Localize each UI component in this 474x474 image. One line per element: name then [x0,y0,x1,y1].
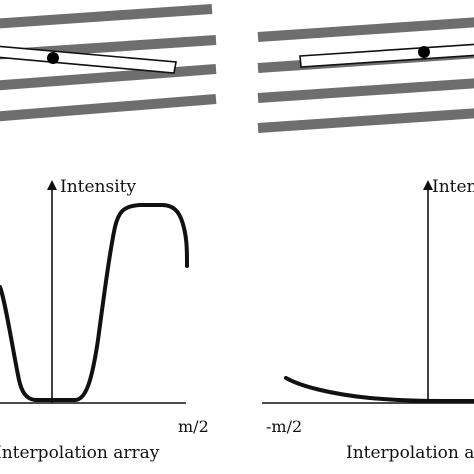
left-intensity-curve [0,203,189,402]
left-bar-rect [0,45,177,74]
right-stripe-4 [257,108,474,133]
left-x-axis-label: Interpolation array [0,443,160,463]
right-y-axis-label: Intensity [432,177,474,197]
left-x-tick-right: m/2 [178,417,209,436]
right-x-tick-left: -m/2 [266,417,302,436]
left-stripe-1 [0,4,213,29]
left-stripe-4 [0,94,217,122]
left-plot: Intensity m/2 Interpolation array [0,177,209,463]
right-intensity-curve [284,376,474,403]
right-bar-dot [418,46,430,58]
right-plot: Intensity -m/2 Interpolation array [262,177,474,463]
right-grating [257,17,474,133]
left-sampling-bar [0,45,177,74]
right-x-axis-label: Interpolation array [346,443,474,463]
right-stripe-1 [257,17,474,42]
right-stripe-3 [257,78,474,103]
left-stripe-3 [0,64,217,91]
left-y-axis-label: Intensity [60,177,136,197]
right-sampling-bar [299,43,474,68]
left-bar-dot [47,52,59,64]
